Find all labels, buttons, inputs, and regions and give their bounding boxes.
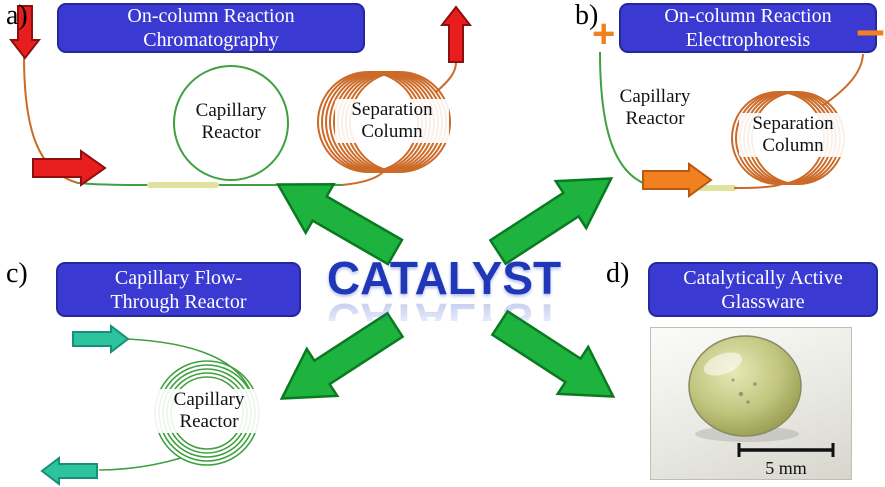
disc-bubbles (731, 378, 757, 404)
panel-a-letter: a) (6, 0, 28, 31)
arrow-to-panel-c-icon (279, 311, 405, 400)
catalyst-reflection: CATALYST (318, 297, 570, 321)
scale-bar (737, 443, 835, 457)
scale-label: 5 mm (765, 458, 807, 478)
capillary-reactor-loop (173, 65, 289, 181)
panel-d-letter: d) (606, 258, 630, 289)
glass-disc (688, 335, 802, 437)
panel-c-capillary-reactor-label: Capillary Reactor (150, 389, 268, 434)
panel-c-letter: c) (6, 258, 28, 289)
panel-b-title: On-column Reaction Electrophoresis (619, 3, 877, 53)
glassware-photo-canvas: 5 mm (688, 335, 835, 478)
panel-d-title-line1: Catalytically Active (683, 266, 843, 289)
panel-b-capillary-reactor-label: Capillary Reactor (619, 86, 691, 130)
panel-a-title-line2: Chromatography (143, 29, 279, 51)
minus-electrode-icon: – (856, 1, 885, 59)
panel-c-title: Capillary Flow- Through Reactor (56, 262, 301, 317)
catalyst-arrows (275, 177, 616, 400)
panel-a-capillary-reactor-label: Capillary Reactor (195, 100, 267, 144)
panel-b-title-line1: On-column Reaction (664, 5, 832, 27)
flow-arrow-right-icon (642, 162, 713, 198)
flow-arrow-right-icon (32, 149, 107, 187)
flow-out-arrow-icon (40, 455, 98, 487)
panel-c-title-line1: Capillary Flow- (114, 266, 243, 289)
glassware-photo: 5 mm (650, 327, 852, 480)
inlet-arrow-down-icon (8, 5, 42, 60)
panel-a-title-line1: On-column Reaction (127, 5, 295, 27)
panel-d-title: Catalytically Active Glassware (648, 262, 878, 317)
arrow-to-panel-d-icon (490, 309, 616, 398)
panel-d-title-line2: Glassware (721, 290, 805, 313)
panel-a-title: On-column Reaction Chromatography (57, 3, 365, 53)
plus-electrode-icon: + (592, 12, 616, 56)
panel-b-separation-column-label: Separation Column (739, 113, 847, 158)
panel-c-title-line2: Through Reactor (110, 290, 247, 313)
flow-in-arrow-icon (72, 323, 130, 355)
outlet-arrow-up-icon (439, 5, 473, 63)
panel-b-letter: b) (575, 0, 599, 31)
disc-highlight (703, 352, 743, 376)
catalyst-text: CATALYST (326, 252, 562, 304)
arrow-to-panel-b-icon (488, 177, 614, 266)
panel-b-title-line2: Electrophoresis (685, 29, 811, 51)
arrow-to-panel-a-icon (275, 182, 404, 266)
catalyst-title: CATALYST CATALYST (318, 255, 570, 321)
panel-a-separation-column-label: Separation Column (335, 99, 449, 144)
